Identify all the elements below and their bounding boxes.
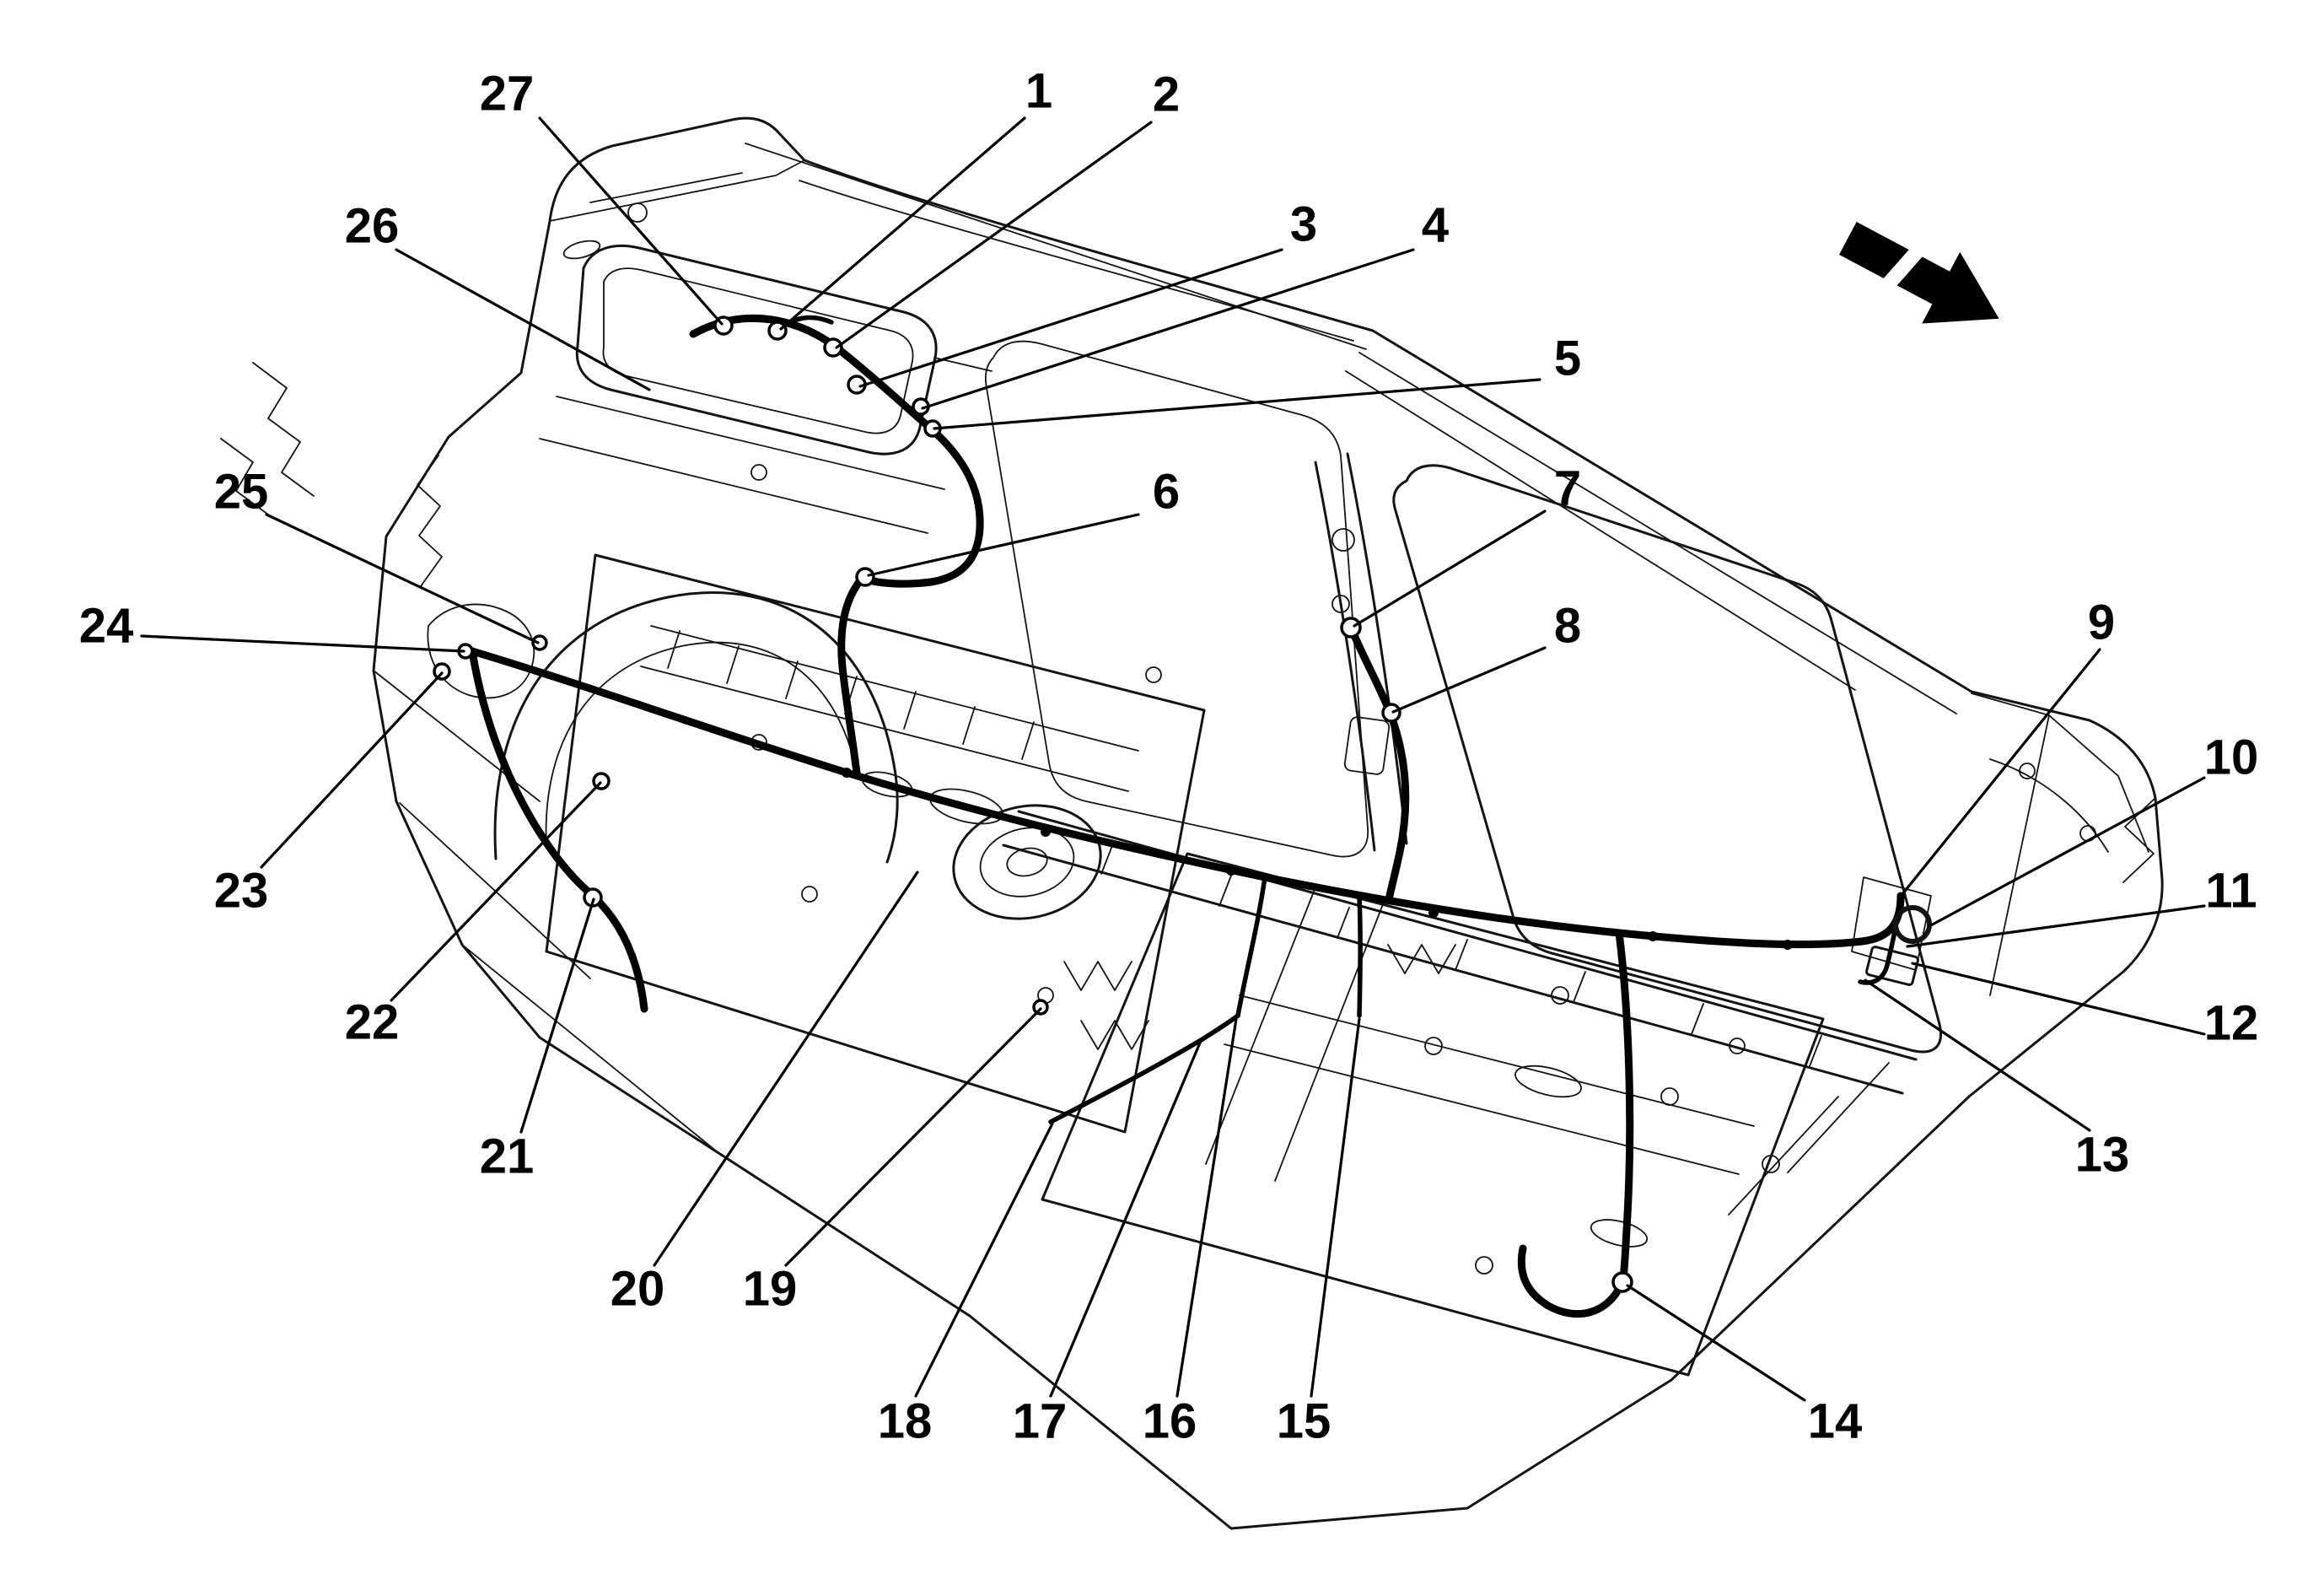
callout-label-2: 2 bbox=[1152, 67, 1181, 122]
callout-label-5: 5 bbox=[1553, 331, 1582, 386]
direction-arrow-icon bbox=[1839, 222, 1999, 324]
wiring-harness-routing bbox=[468, 314, 1905, 1318]
callout-label-15: 15 bbox=[1276, 1393, 1331, 1449]
callout-label-8: 8 bbox=[1553, 598, 1582, 654]
callout-label-26: 26 bbox=[344, 198, 400, 254]
callout-label-12: 12 bbox=[2203, 995, 2259, 1051]
callout-label-18: 18 bbox=[877, 1393, 933, 1449]
harness-clip-dots bbox=[842, 768, 1793, 950]
callout-label-24: 24 bbox=[78, 598, 134, 654]
callout-label-3: 3 bbox=[1289, 197, 1318, 252]
callout-label-4: 4 bbox=[1421, 197, 1450, 253]
harness-retainer-ring bbox=[1893, 905, 1932, 944]
callout-label-1: 1 bbox=[1025, 63, 1053, 119]
callout-label-14: 14 bbox=[1807, 1393, 1863, 1449]
callout-label-19: 19 bbox=[742, 1261, 798, 1317]
callout-label-27: 27 bbox=[479, 66, 535, 121]
callout-label-13: 13 bbox=[2074, 1127, 2130, 1183]
callout-label-25: 25 bbox=[213, 464, 269, 520]
callout-leader-lines bbox=[140, 116, 2206, 1402]
callout-label-20: 20 bbox=[610, 1261, 665, 1317]
callout-label-11: 11 bbox=[2205, 863, 2257, 919]
callout-label-10: 10 bbox=[2203, 730, 2259, 785]
callout-label-21: 21 bbox=[479, 1129, 535, 1184]
callout-label-6: 6 bbox=[1152, 464, 1181, 520]
callout-label-17: 17 bbox=[1012, 1393, 1068, 1449]
callout-label-9: 9 bbox=[2087, 595, 2116, 650]
callout-label-7: 7 bbox=[1553, 461, 1582, 516]
callout-label-23: 23 bbox=[213, 863, 269, 919]
vehicle-body-linework bbox=[220, 116, 2164, 1530]
callout-label-16: 16 bbox=[1142, 1393, 1197, 1449]
callout-label-22: 22 bbox=[344, 995, 400, 1050]
